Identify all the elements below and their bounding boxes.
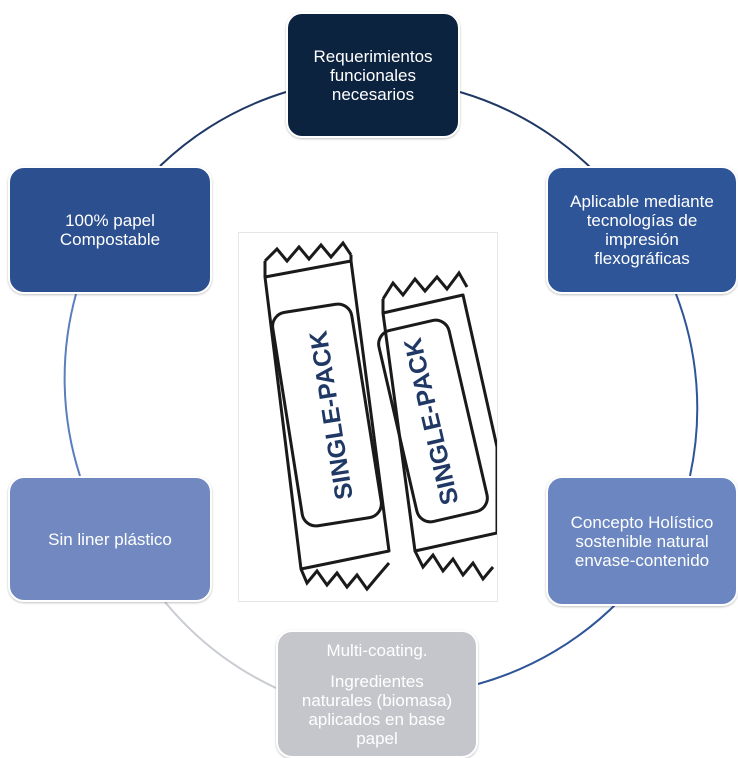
- single-pack-left: SINGLE-PACK: [263, 240, 391, 592]
- pack-left-label-frame: [271, 302, 383, 528]
- node-papel-compostable-line: 100% papel: [65, 211, 155, 230]
- node-requerimientos: Requerimientos funcionales necesarios: [286, 12, 460, 138]
- pack-left-body: [263, 259, 391, 571]
- node-requerimientos-line: Requerimientos: [313, 46, 433, 66]
- node-aplicable-line: impresión: [605, 230, 679, 249]
- node-aplicable-line: flexográficas: [594, 249, 690, 268]
- node-aplicable: Aplicable mediante tecnologías de impres…: [546, 166, 738, 294]
- pack-right-top-zigzag: [381, 270, 469, 300]
- single-pack-illustration: SINGLE-PACK SINGLE-PACK: [238, 232, 498, 602]
- node-sin-liner: Sin liner plástico: [8, 476, 212, 602]
- node-aplicable-line: Aplicable mediante: [570, 192, 714, 211]
- node-concepto-line: sostenible natural: [575, 531, 709, 551]
- pack-left-top-zigzag: [263, 240, 353, 264]
- node-papel-compostable: 100% papel Compostable: [8, 166, 212, 294]
- node-multi-coating-line: aplicados en base: [308, 709, 446, 729]
- node-papel-compostable-line: Compostable: [59, 230, 161, 249]
- pack-right-bottom-zigzag: [413, 550, 495, 582]
- pack-right-label-frame: [377, 318, 489, 524]
- node-aplicable-line: tecnologías de: [586, 211, 698, 230]
- single-pack-right: SINGLE-PACK: [377, 270, 497, 582]
- node-multi-coating-line: Multi-coating.: [326, 640, 428, 660]
- node-multi-coating-line: papel: [356, 728, 398, 748]
- ring-arc-top-left: [159, 91, 287, 167]
- ring-arc-right: [675, 293, 699, 477]
- pack-left-bottom-zigzag: [299, 562, 391, 592]
- ring-arc-left: [63, 293, 81, 477]
- node-concepto-line: Concepto Holístico: [570, 512, 714, 532]
- node-concepto-line: envase-contenido: [574, 550, 710, 570]
- ring-arc-bottom-right: [477, 599, 621, 685]
- node-multi-coating: Multi-coating. Ingredientes naturales (b…: [276, 630, 478, 758]
- node-sin-liner-line: Sin liner plástico: [48, 529, 172, 549]
- ring-arc-bottom-left: [164, 601, 277, 689]
- node-multi-coating-line: naturales (biomasa): [301, 690, 453, 710]
- node-multi-coating-line: Ingredientes: [330, 671, 424, 691]
- node-requerimientos-line: funcionales: [329, 65, 416, 85]
- node-concepto: Concepto Holístico sostenible natural en…: [546, 476, 738, 606]
- single-pack-drawing: SINGLE-PACK SINGLE-PACK: [263, 240, 497, 592]
- node-requerimientos-line: necesarios: [331, 84, 415, 104]
